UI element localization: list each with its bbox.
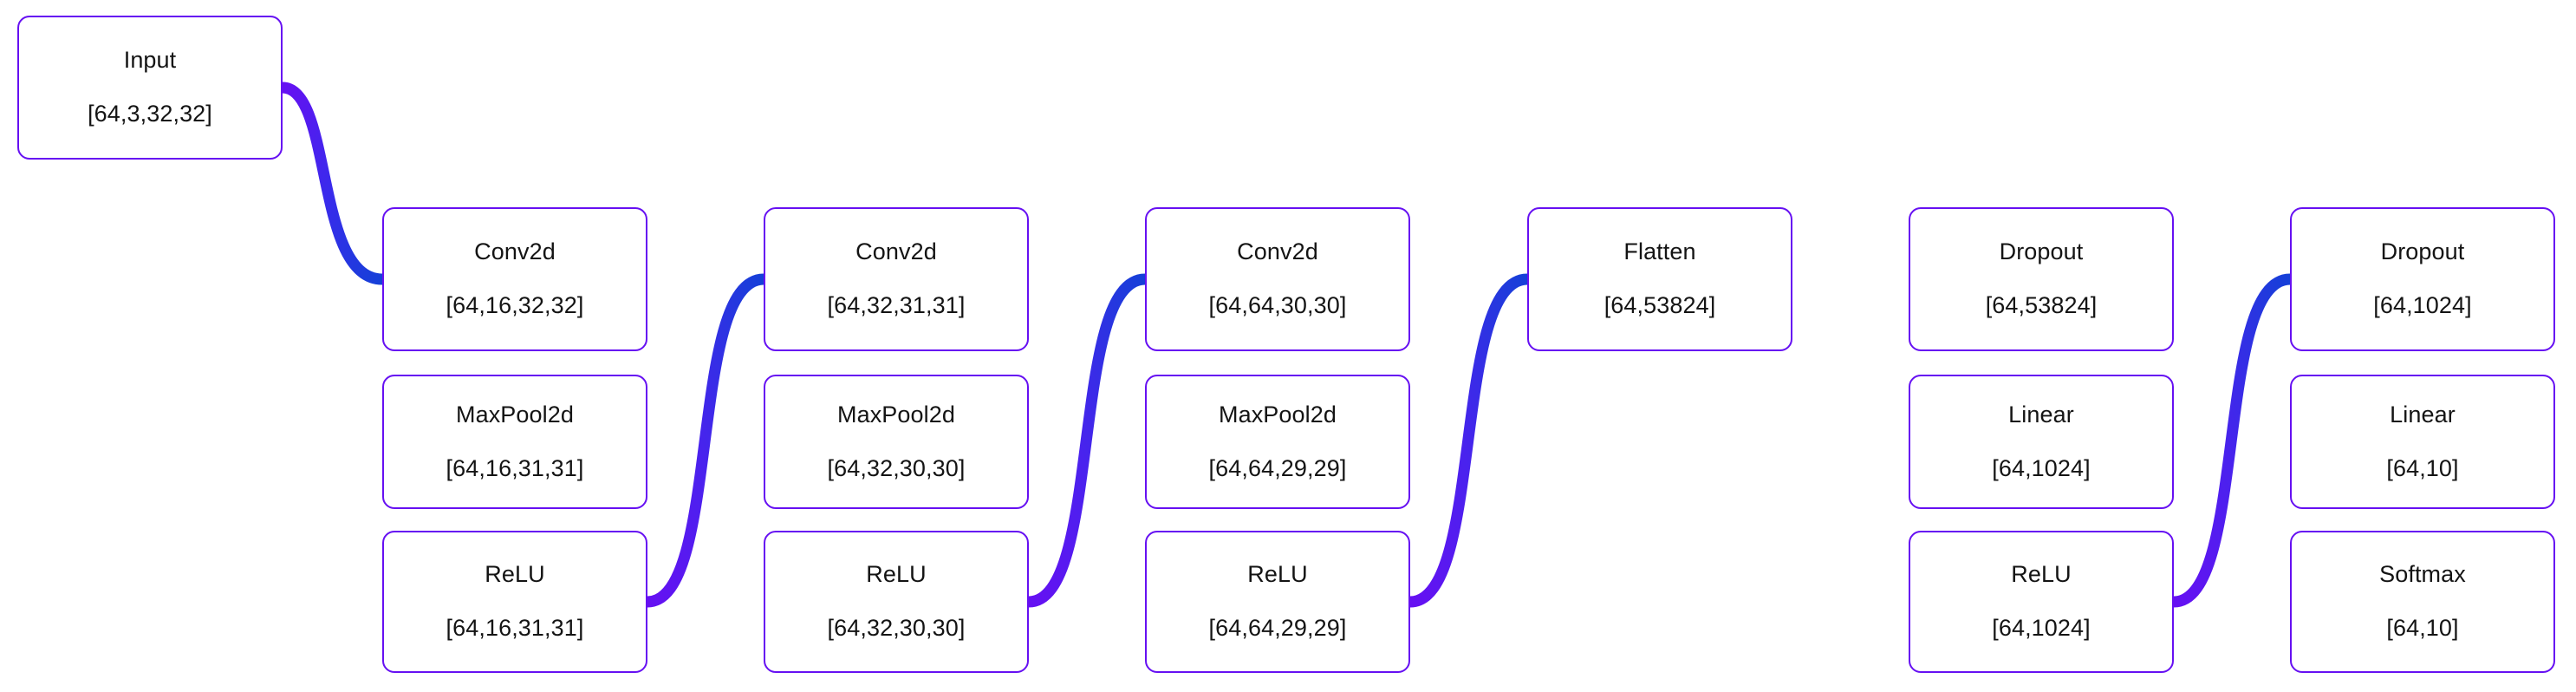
node-label: ReLU (485, 561, 545, 588)
node-shape: [64,1024] (1992, 615, 2091, 641)
node-pool3[interactable]: MaxPool2d [64,64,29,29] (1145, 375, 1410, 509)
node-flatten[interactable]: Flatten [64,53824] (1527, 207, 1792, 351)
node-shape: [64,32,30,30] (827, 454, 966, 481)
node-label: Conv2d (474, 238, 556, 265)
node-shape: [64,64,29,29] (1208, 615, 1347, 641)
node-label: MaxPool2d (1219, 401, 1337, 428)
node-relu4[interactable]: ReLU [64,1024] (1909, 531, 2174, 673)
node-label: Softmax (2379, 561, 2466, 588)
node-shape: [64,32,30,30] (827, 615, 966, 641)
node-input[interactable]: Input [64,3,32,32] (17, 16, 283, 160)
node-shape: [64,1024] (1992, 454, 2091, 481)
node-label: Dropout (2380, 238, 2465, 265)
node-dropout2[interactable]: Dropout [64,1024] (2290, 207, 2555, 351)
node-shape: [64,1024] (2373, 292, 2472, 318)
node-relu1[interactable]: ReLU [64,16,31,31] (382, 531, 647, 673)
node-relu3[interactable]: ReLU [64,64,29,29] (1145, 531, 1410, 673)
node-label: Input (123, 47, 177, 74)
node-shape: [64,16,31,31] (446, 615, 584, 641)
node-softmax[interactable]: Softmax [64,10] (2290, 531, 2555, 673)
node-shape: [64,16,32,32] (446, 292, 584, 318)
node-conv1[interactable]: Conv2d [64,16,32,32] (382, 207, 647, 351)
node-dropout1[interactable]: Dropout [64,53824] (1909, 207, 2174, 351)
node-conv3[interactable]: Conv2d [64,64,30,30] (1145, 207, 1410, 351)
node-label: ReLU (1247, 561, 1308, 588)
node-label: ReLU (866, 561, 927, 588)
node-shape: [64,53824] (1603, 292, 1716, 318)
node-shape: [64,3,32,32] (88, 101, 212, 127)
node-label: Flatten (1623, 238, 1696, 265)
node-pool2[interactable]: MaxPool2d [64,32,30,30] (764, 375, 1029, 509)
node-conv2[interactable]: Conv2d [64,32,31,31] (764, 207, 1029, 351)
node-relu2[interactable]: ReLU [64,32,30,30] (764, 531, 1029, 673)
node-linear2[interactable]: Linear [64,10] (2290, 375, 2555, 509)
node-label: MaxPool2d (456, 401, 574, 428)
node-shape: [64,32,31,31] (827, 292, 966, 318)
node-shape: [64,64,30,30] (1208, 292, 1347, 318)
node-shape: [64,53824] (1985, 292, 2098, 318)
node-shape: [64,16,31,31] (446, 454, 584, 481)
node-label: Conv2d (855, 238, 937, 265)
node-label: Dropout (1999, 238, 2084, 265)
node-label: Linear (2390, 401, 2456, 428)
node-label: ReLU (2011, 561, 2072, 588)
node-label: Conv2d (1237, 238, 1318, 265)
node-linear1[interactable]: Linear [64,1024] (1909, 375, 2174, 509)
node-label: MaxPool2d (837, 401, 955, 428)
node-label: Linear (2008, 401, 2074, 428)
node-pool1[interactable]: MaxPool2d [64,16,31,31] (382, 375, 647, 509)
node-shape: [64,64,29,29] (1208, 454, 1347, 481)
node-shape: [64,10] (2386, 615, 2459, 641)
node-shape: [64,10] (2386, 454, 2459, 481)
